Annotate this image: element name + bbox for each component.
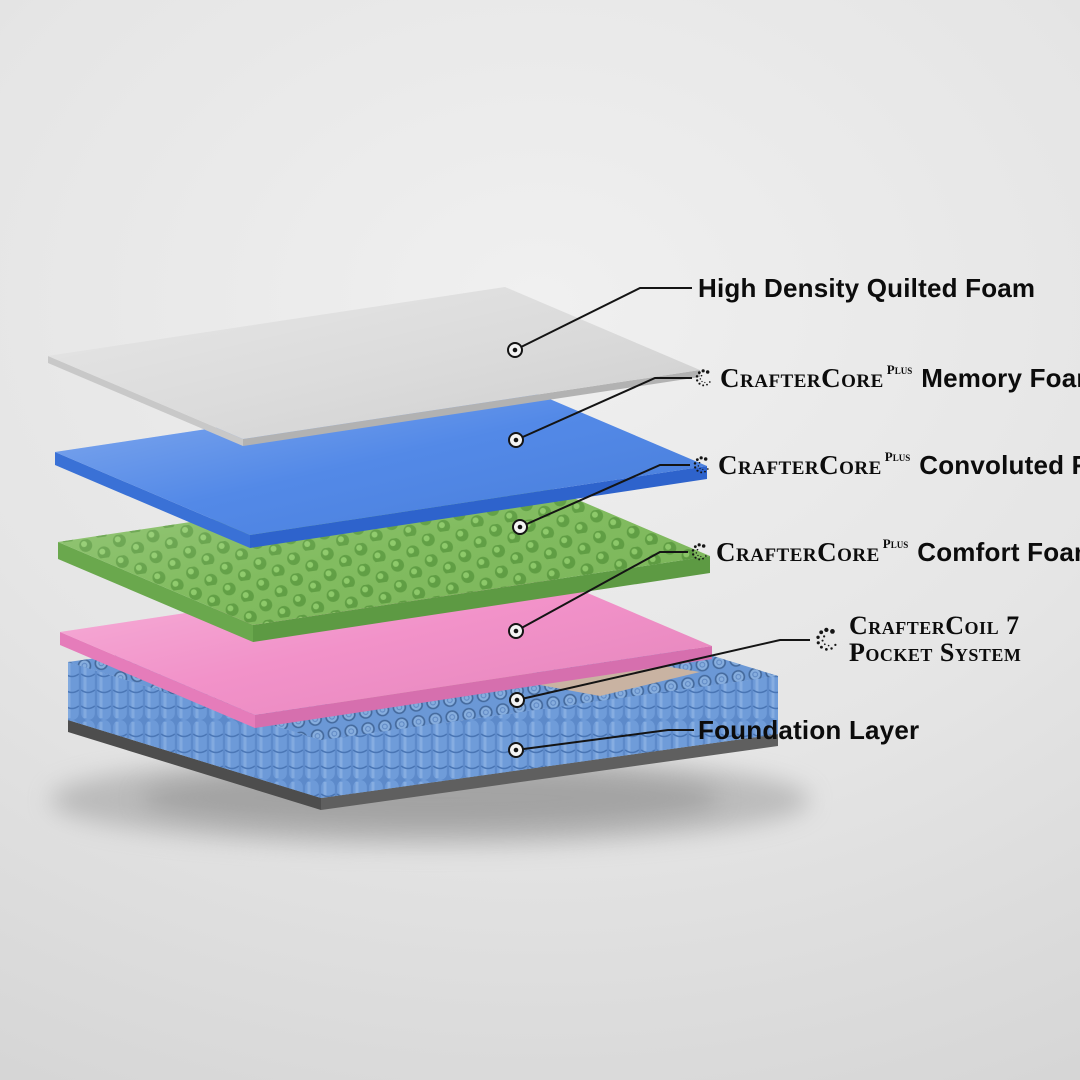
label-pocket-coil: CrafterCoil 7 Pocket System — [814, 608, 1021, 670]
memory-left-edge — [55, 452, 250, 548]
comfort-foam-label: Comfort Foam — [917, 536, 1080, 567]
craftercore-logo-icon — [690, 542, 710, 562]
layer-quilted-foam-graphic — [48, 287, 700, 446]
memory-sheen — [55, 383, 707, 535]
quilted-foam-label: High Density Quilted Foam — [698, 272, 1036, 303]
callout-dot-pocket-coil — [509, 692, 525, 708]
coil-fabric-patch — [540, 662, 700, 696]
convoluted-sheen — [58, 473, 710, 625]
convoluted-front-edge — [253, 556, 710, 642]
brand-name: CrafterCore — [716, 536, 880, 567]
foundation-label: Foundation Layer — [698, 714, 920, 745]
layer-comfort-foam-graphic — [60, 563, 712, 728]
craftercore-logo-icon — [694, 368, 714, 388]
brand-tier: Plus — [884, 449, 911, 464]
pocket-coil-line2: Pocket System — [849, 638, 1022, 667]
quilted-left-edge — [48, 356, 243, 446]
callout-dot-memory — [508, 432, 524, 448]
comfort-sheen — [60, 563, 712, 715]
pocket-coil-text: CrafterCoil 7 Pocket System — [849, 610, 1022, 667]
craftercore-logo-icon — [692, 455, 712, 475]
callout-line-comfort — [515, 551, 688, 632]
callout-dot-quilted — [507, 342, 523, 358]
brand-tier: Plus — [886, 362, 913, 377]
callout-dots — [507, 342, 528, 758]
brand-name: CrafterCore — [718, 449, 882, 480]
convoluted-foam-label: Convoluted Foam — [919, 449, 1080, 480]
brand-name: CrafterCore — [720, 362, 884, 393]
callout-dot-foundation — [508, 742, 524, 758]
memory-foam-label: Memory Foam — [921, 362, 1080, 393]
craftercoil-logo-icon — [814, 626, 841, 653]
callout-line-quilted — [514, 287, 692, 351]
coil-left-texture — [68, 662, 321, 798]
quilted-sheen — [48, 287, 700, 439]
callout-line-pocket-coil — [516, 639, 810, 701]
callout-line-foundation — [515, 729, 694, 751]
label-comfort-foam: CrafterCore Plus Comfort Foam — [690, 535, 1080, 569]
callout-dot-comfort — [508, 623, 524, 639]
label-convoluted-foam: CrafterCore Plus Convoluted Foam — [692, 448, 1080, 482]
brand-tier: Plus — [882, 536, 909, 551]
label-memory-foam: CrafterCore Plus Memory Foam — [694, 361, 1080, 395]
label-quilted-foam: High Density Quilted Foam — [698, 272, 1035, 304]
comfort-front-edge — [255, 646, 712, 728]
callout-line-convoluted — [519, 464, 690, 528]
convoluted-left-edge — [58, 542, 253, 642]
memory-front-edge — [250, 466, 707, 548]
coil-front-texture — [321, 676, 778, 798]
foundation-front-face — [321, 734, 778, 810]
callout-line-memory — [515, 377, 692, 441]
label-foundation: Foundation Layer — [698, 714, 919, 746]
comfort-left-edge — [60, 632, 255, 728]
callout-lines — [514, 287, 810, 751]
pocket-coil-line1: CrafterCoil 7 — [849, 610, 1020, 640]
quilted-front-edge — [243, 370, 700, 446]
foundation-left-face — [68, 720, 321, 810]
layer-memory-foam-graphic — [55, 383, 707, 548]
layer-convoluted-foam-graphic — [58, 473, 710, 642]
callout-dot-convoluted — [512, 519, 528, 535]
